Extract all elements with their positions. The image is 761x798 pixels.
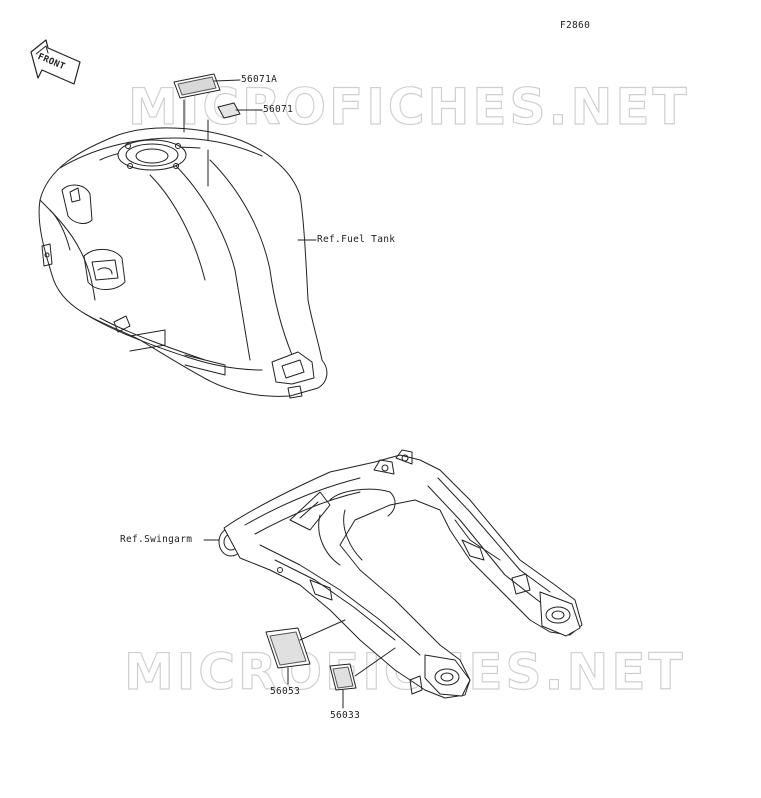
leader-56053 — [299, 619, 346, 641]
figure-code: F2860 — [560, 20, 591, 31]
callout-ref-fuel-tank: Ref.Fuel Tank — [317, 234, 396, 245]
callout-56053: 56053 — [270, 686, 301, 697]
leader-56033 — [354, 647, 396, 677]
label-56071 — [217, 102, 241, 119]
swingarm-outline — [223, 454, 583, 699]
callout-56071: 56071 — [263, 104, 294, 115]
callout-ref-swingarm: Ref.Swingarm — [120, 534, 193, 545]
callout-56071a: 56071A — [241, 74, 278, 85]
label-56053 — [265, 627, 311, 669]
leader-56071a — [213, 79, 241, 82]
front-arrow-icon — [30, 39, 81, 85]
swingarm — [218, 449, 583, 699]
label-56071a — [173, 73, 221, 99]
label-56033 — [329, 663, 357, 691]
fuel-tank — [38, 127, 328, 399]
callout-56033: 56033 — [330, 710, 361, 721]
